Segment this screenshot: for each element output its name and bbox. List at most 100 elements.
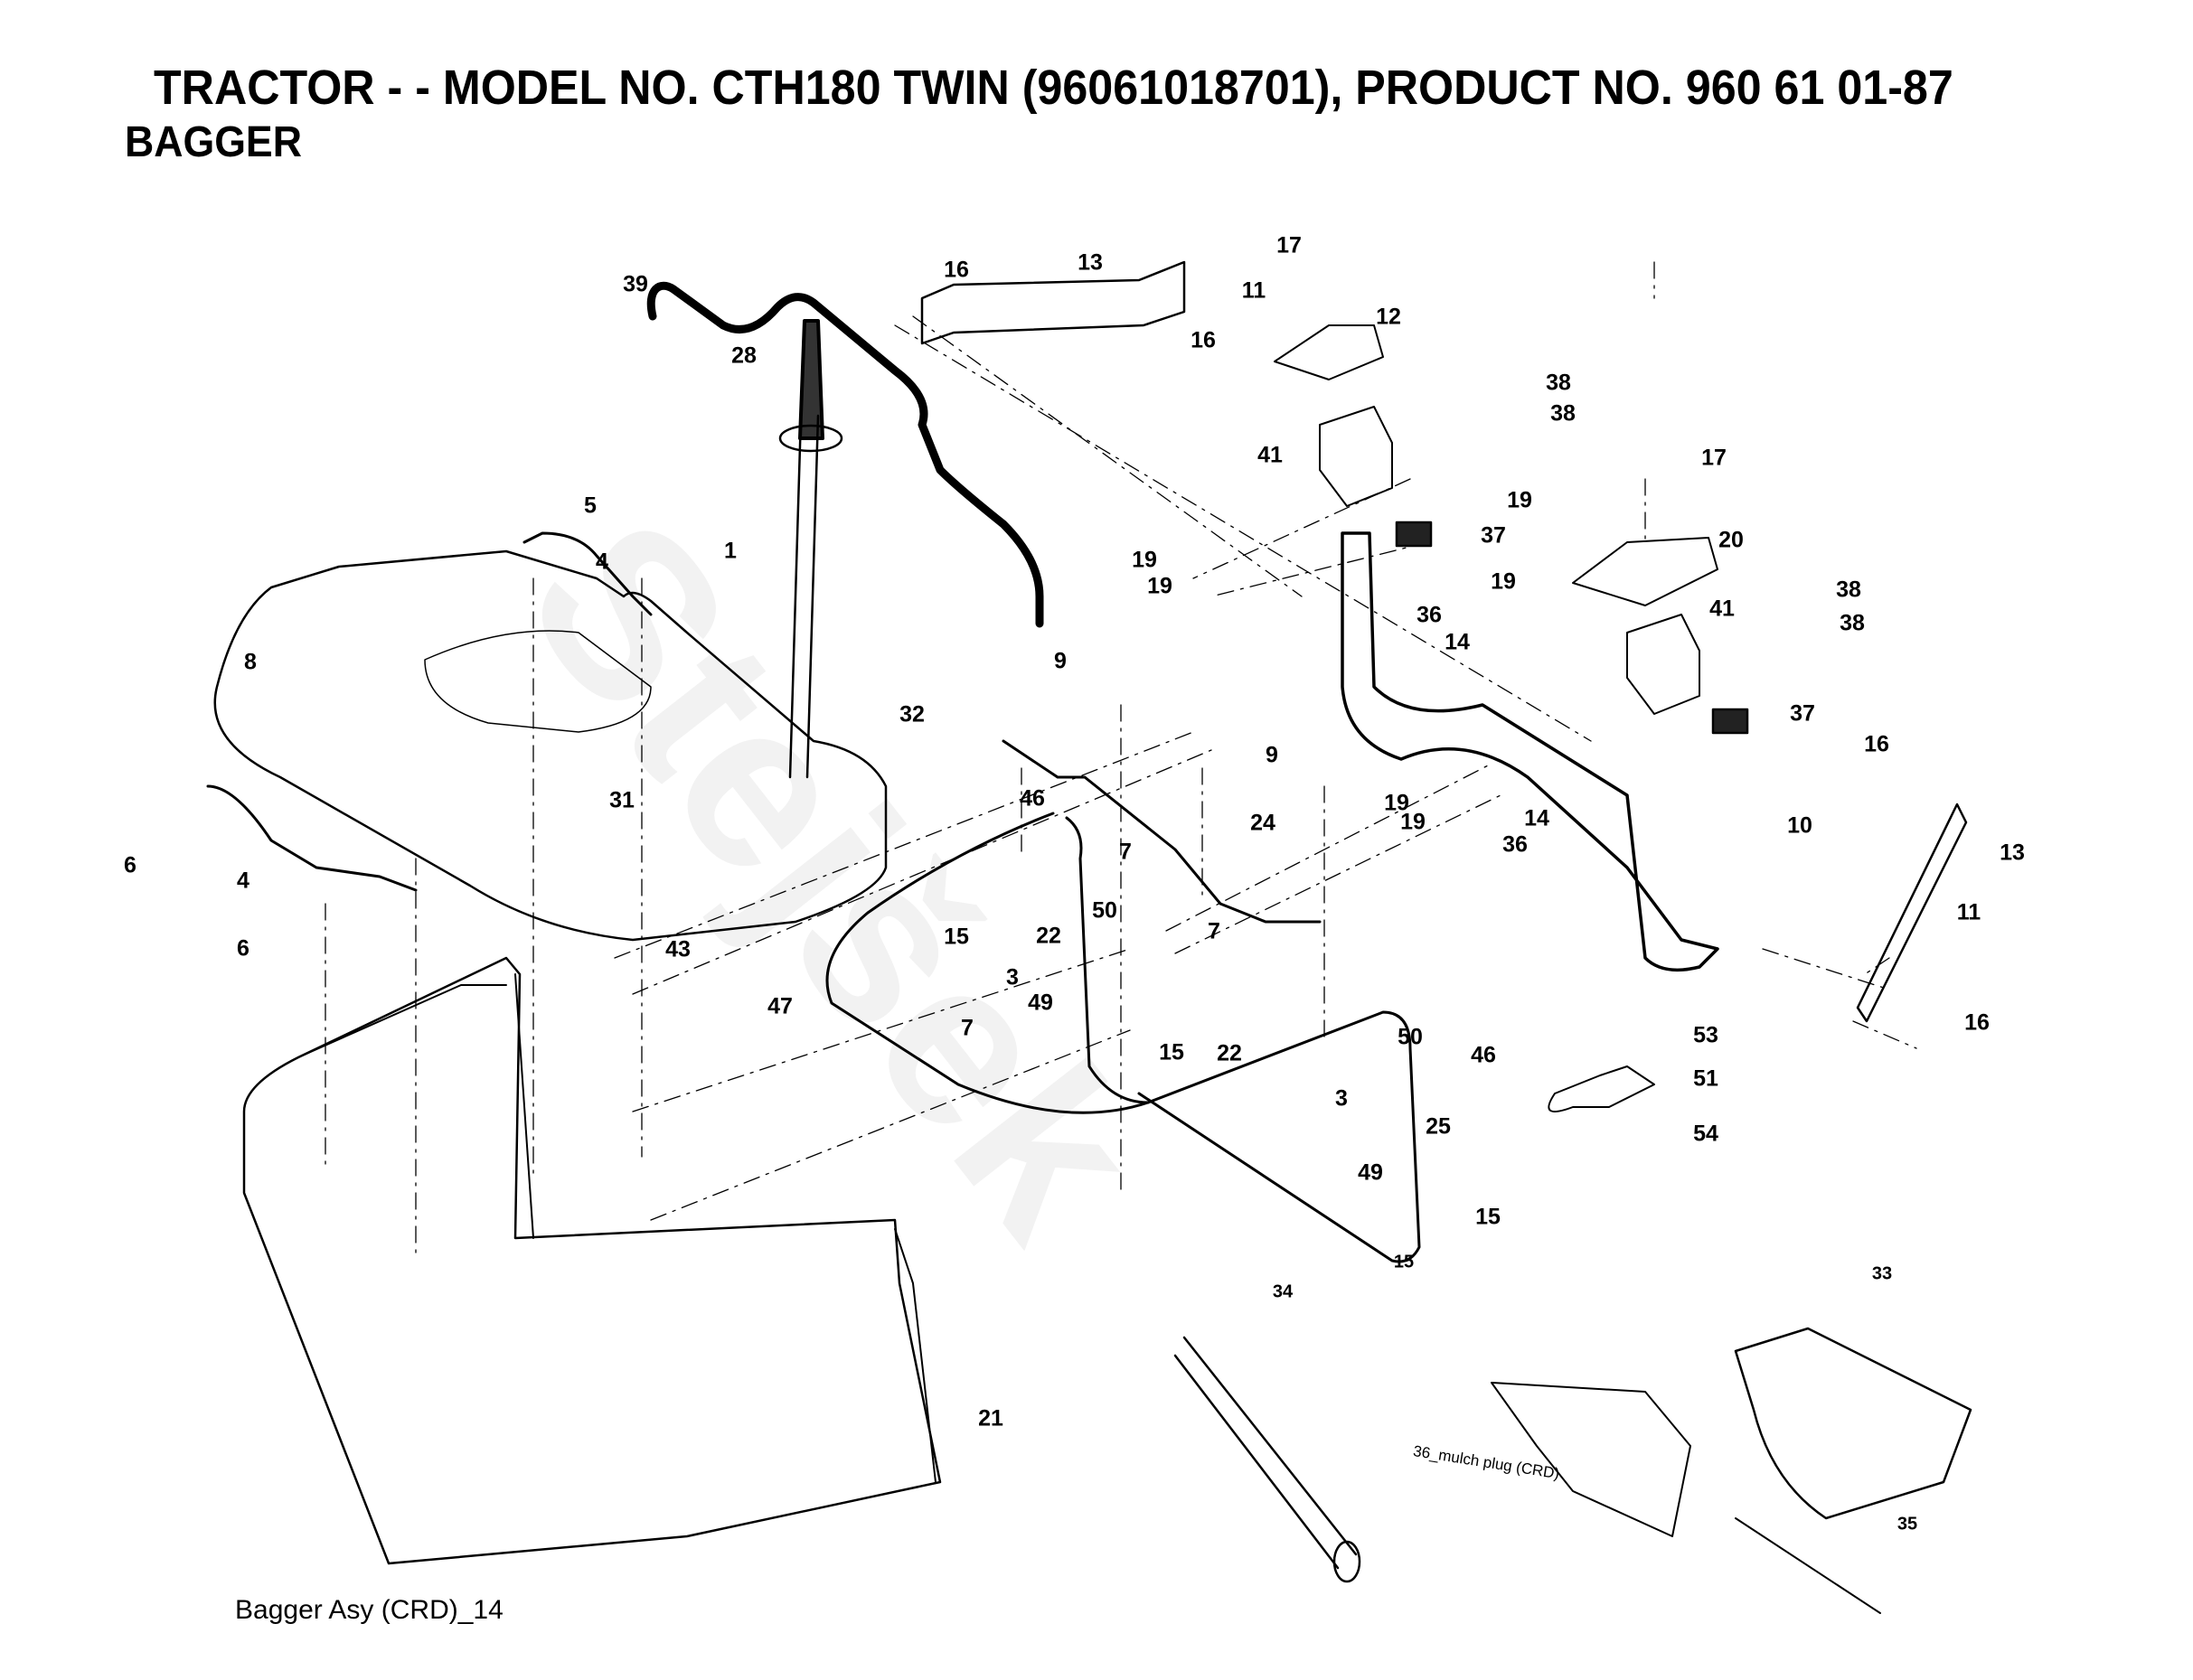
callout-33: 33 — [1871, 1263, 1893, 1284]
part-4-handle-lower — [206, 784, 418, 892]
callout-22: 22 — [1036, 923, 1061, 949]
callout-14: 14 — [1445, 629, 1470, 655]
callout-3: 3 — [1335, 1085, 1348, 1112]
callout-38: 38 — [1550, 400, 1576, 427]
callout-49: 49 — [1028, 990, 1053, 1016]
callout-43: 43 — [665, 936, 691, 962]
part-47-frame — [825, 812, 1421, 1263]
part-25-frame — [1065, 816, 1150, 1104]
part-39-rod — [646, 281, 1044, 628]
callout-13: 13 — [1078, 249, 1103, 276]
callout-38: 38 — [1840, 610, 1865, 636]
assembly-lines — [325, 261, 1917, 1257]
part-37-pad-b — [1711, 708, 1749, 735]
callout-24: 24 — [1250, 810, 1275, 836]
callout-37: 37 — [1481, 522, 1506, 549]
callout-4: 4 — [596, 549, 608, 575]
part-21-bag — [242, 956, 942, 1565]
callout-41: 41 — [1709, 596, 1735, 622]
callout-16: 16 — [1864, 731, 1889, 757]
callout-1: 1 — [724, 538, 737, 564]
callout-16: 16 — [1191, 327, 1216, 353]
callout-54: 54 — [1693, 1121, 1718, 1147]
callout-50: 50 — [1398, 1024, 1423, 1050]
callout-10: 10 — [1787, 812, 1812, 839]
callout-21: 21 — [978, 1405, 1003, 1431]
callout-5: 5 — [584, 493, 597, 519]
callout-39: 39 — [623, 271, 648, 297]
callout-38: 38 — [1836, 577, 1861, 603]
callout-36: 36 — [1502, 831, 1528, 858]
diagram-title: TRACTOR - - MODEL NO. CTH180 TWIN (96061… — [154, 61, 1953, 115]
callout-51: 51 — [1693, 1065, 1718, 1092]
callout-13: 13 — [2000, 840, 2025, 866]
callout-11: 11 — [1241, 277, 1266, 304]
part-51-bracket — [1548, 1065, 1655, 1112]
part-41-bracket-a — [1319, 406, 1393, 507]
callout-35: 35 — [1897, 1514, 1918, 1535]
callout-15: 15 — [1475, 1204, 1501, 1230]
callout-19: 19 — [1507, 487, 1532, 513]
part-33-deflector — [1734, 1327, 1972, 1520]
callout-3: 3 — [1006, 964, 1019, 990]
callout-37: 37 — [1790, 700, 1815, 727]
part-11-bracket-right — [1856, 802, 1968, 1023]
callout-12: 12 — [1376, 304, 1401, 330]
part-28-grip — [798, 319, 824, 440]
callout-49: 49 — [1358, 1159, 1383, 1186]
callout-46: 46 — [1471, 1042, 1496, 1068]
part-24-bar — [1002, 739, 1322, 924]
callout-38: 38 — [1546, 370, 1571, 396]
part-11-bracket-top — [920, 260, 1186, 345]
part-10-frame — [1341, 531, 1719, 972]
callout-7: 7 — [961, 1015, 974, 1041]
callout-53: 53 — [1693, 1022, 1718, 1048]
callout-19: 19 — [1147, 573, 1172, 599]
part-8-hood — [213, 549, 888, 942]
callout-25: 25 — [1426, 1113, 1451, 1140]
part-34-tube — [1173, 1336, 1358, 1570]
callout-19: 19 — [1491, 568, 1516, 595]
callout-36: 36 — [1417, 602, 1442, 628]
callout-28: 28 — [731, 343, 757, 369]
callout-46: 46 — [1020, 785, 1045, 812]
part-20-clip — [1572, 537, 1718, 606]
callout-34: 34 — [1272, 1281, 1294, 1302]
part-37-pad-a — [1395, 521, 1433, 548]
callout-11: 11 — [1956, 899, 1981, 925]
part-1-tube — [788, 414, 820, 779]
callout-19: 19 — [1400, 809, 1426, 835]
callout-15: 15 — [1159, 1039, 1184, 1065]
callout-50: 50 — [1092, 897, 1117, 924]
callout-15: 15 — [1393, 1252, 1415, 1272]
callout-17: 17 — [1701, 445, 1727, 471]
part-41-bracket-b — [1626, 614, 1700, 715]
callout-9: 9 — [1266, 742, 1278, 768]
callout-7: 7 — [1208, 918, 1220, 944]
callout-17: 17 — [1276, 232, 1302, 258]
callout-8: 8 — [244, 649, 257, 675]
part-12-clip — [1274, 324, 1384, 380]
callout-47: 47 — [767, 993, 793, 1019]
part-4-handle-top — [522, 531, 653, 616]
callout-6: 6 — [124, 852, 136, 878]
callout-16: 16 — [1964, 1009, 1990, 1036]
callout-20: 20 — [1718, 527, 1744, 553]
callout-41: 41 — [1257, 442, 1283, 468]
diagram-caption: Bagger Asy (CRD)_14 — [235, 1595, 504, 1625]
callout-19: 19 — [1132, 547, 1157, 573]
callout-6: 6 — [237, 935, 249, 962]
callout-22: 22 — [1217, 1040, 1242, 1066]
callout-14: 14 — [1524, 805, 1549, 831]
callout-16: 16 — [944, 257, 969, 283]
callout-9: 9 — [1054, 648, 1067, 674]
part-35-rod — [1735, 1517, 1881, 1614]
callout-15: 15 — [944, 924, 969, 950]
callout-4: 4 — [237, 868, 249, 894]
callout-31: 31 — [609, 787, 635, 813]
callout-19: 19 — [1384, 790, 1409, 816]
callout-7: 7 — [1119, 839, 1132, 865]
section-title: BAGGER — [125, 118, 302, 166]
callout-32: 32 — [899, 701, 925, 727]
